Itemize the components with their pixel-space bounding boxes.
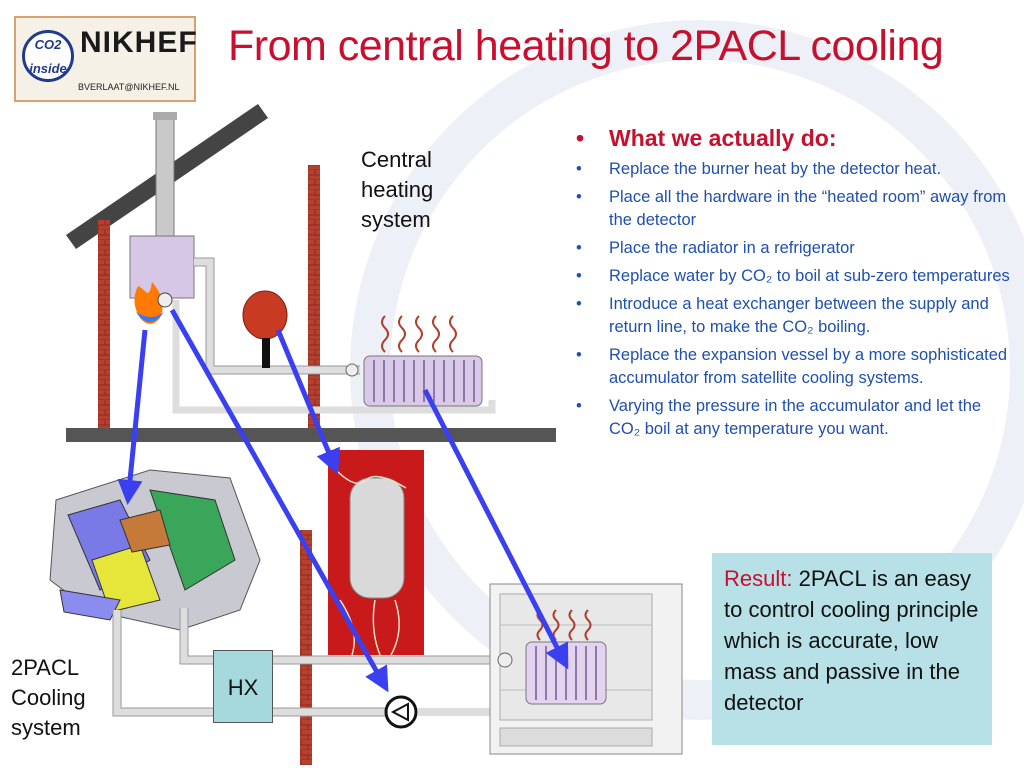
result-prefix: Result:: [724, 566, 793, 591]
page-title: From central heating to 2PACL cooling: [228, 22, 944, 70]
brick-wall-right-lower: [300, 530, 312, 765]
bullet-list: •What we actually do: •Replace the burne…: [574, 124, 1016, 446]
expansion-vessel: [242, 290, 288, 368]
cooling-system-label: 2PACL Cooling system: [11, 655, 86, 740]
bullet-item: •Replace the expansion vessel by a more …: [576, 346, 1008, 387]
brick-wall-left: [98, 220, 110, 430]
detector: [49, 469, 261, 631]
bullet-heading: •What we actually do:: [576, 125, 837, 151]
central-heating-label: Central heating system: [361, 147, 434, 232]
bullet-item: •Replace the burner heat by the detector…: [576, 160, 942, 178]
heat-exchanger-box: HX: [213, 650, 273, 723]
heating-pipes: [172, 258, 496, 414]
brick-wall-right-upper: [308, 165, 320, 430]
bullet-item: •Place all the hardware in the “heated r…: [576, 188, 1007, 229]
chimney: [153, 112, 177, 241]
floor-slab: [66, 428, 556, 442]
accumulator-photo: [328, 450, 424, 656]
bullet-item: •Place the radiator in a refrigerator: [576, 239, 855, 257]
co2-inside-badge: CO2 inside: [22, 30, 74, 82]
result-box: Result: 2PACL is an easy to control cool…: [712, 553, 992, 745]
pump: [384, 695, 418, 729]
boiler: [129, 235, 195, 324]
radiator: [345, 315, 483, 407]
bullet-item: •Introduce a heat exchanger between the …: [576, 295, 989, 336]
bullet-item: •Replace water by CO₂ to boil at sub-zer…: [576, 267, 1010, 285]
refrigerator: [489, 583, 683, 755]
mapping-arrows: [117, 308, 569, 693]
logo: CO2 inside NIKHEF BVERLAAT@NIKHEF.NL: [14, 16, 198, 102]
nikhef-logo: NIKHEF: [80, 26, 198, 59]
email-label: BVERLAAT@NIKHEF.NL: [78, 82, 180, 92]
bullet-item: •Varying the pressure in the accumulator…: [576, 397, 982, 438]
result-text: 2PACL is an easy to control cooling prin…: [724, 566, 979, 715]
